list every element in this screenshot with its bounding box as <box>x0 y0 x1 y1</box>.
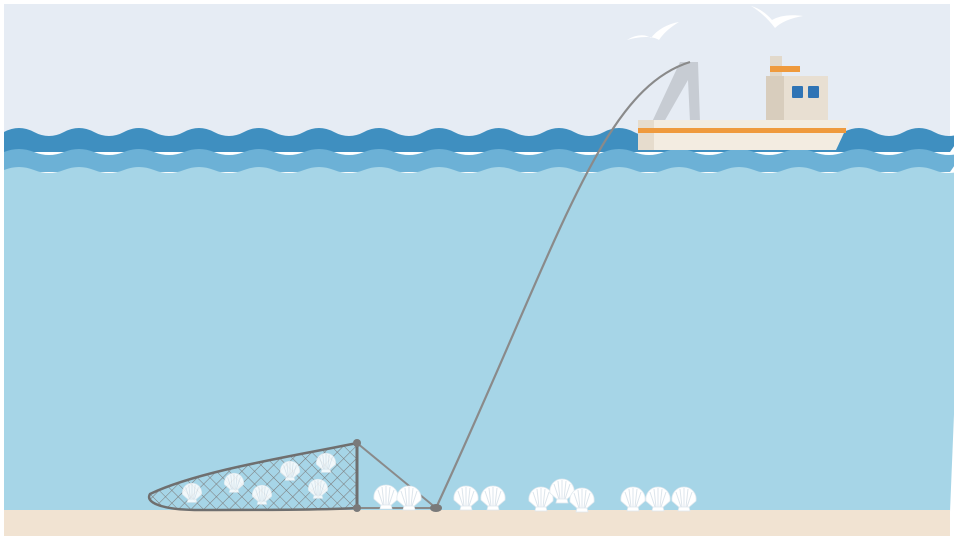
boat-cabin-side <box>766 76 784 120</box>
wave-middle <box>4 149 954 172</box>
fishing-boat-icon <box>638 56 850 150</box>
boat-gantry <box>652 62 700 122</box>
dredge-bridle <box>356 442 437 509</box>
tow-cable <box>435 60 691 509</box>
boat-hull <box>638 120 850 150</box>
dredge-tow-shackle <box>430 504 442 512</box>
dredge-net-icon <box>147 439 442 512</box>
dredge-frame-joint <box>353 504 361 512</box>
seagull-icon <box>751 6 803 28</box>
water-body <box>4 167 954 512</box>
boat-mast-stripe <box>770 66 800 72</box>
dredge-frame-joint <box>353 439 361 447</box>
boat-hull-stripe <box>638 128 846 133</box>
boat-window <box>808 86 819 98</box>
seabed <box>4 510 950 536</box>
boat-window <box>792 86 803 98</box>
boat-hull-stern <box>638 120 654 150</box>
seagull-icon <box>627 22 679 40</box>
